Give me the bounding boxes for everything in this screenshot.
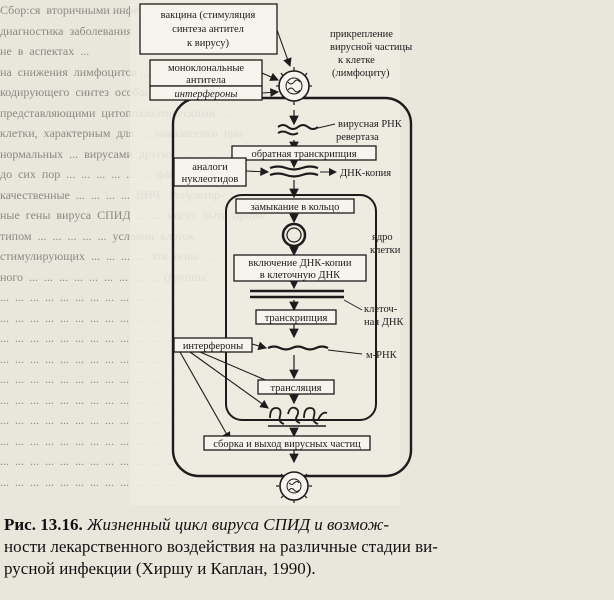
revertase-label: ревертаза (336, 132, 379, 143)
circularization-label: замыкание в кольцо (251, 202, 340, 213)
cellular-dna-line-1: клеточ- (364, 304, 398, 315)
mrna-label: м-РНК (366, 350, 398, 361)
virus-particle-bottom (276, 471, 312, 503)
nucleotide-analogs-line-2: нуклеотидов (182, 174, 239, 185)
monoclonal-arrow (261, 72, 280, 81)
integration-line-1: включение ДНК-копии (248, 258, 352, 269)
vaccine-line-3: к вирусу) (187, 38, 229, 49)
figure-caption: Рис. 13.16. Жизненный цикл вируса СПИД и… (4, 514, 610, 580)
circular-dna (281, 222, 307, 248)
nucleotide-analogs-line-1: аналоги (192, 162, 228, 173)
assembly-label: сборка и выход вирусных частиц (213, 439, 361, 450)
transcription-label: транскрипция (265, 313, 328, 324)
hiv-life-cycle-diagram: вакцина (стимуляция синтеза антител к ви… (139, 3, 413, 503)
monoclonal-line-2: антитела (186, 75, 226, 86)
vaccine-line-1: вакцина (стимуляция (161, 10, 256, 21)
mrna-strand (267, 345, 329, 351)
circularization-box (235, 198, 355, 214)
caption-label: Рис. 13.16. (4, 515, 83, 534)
interferons-top-label: интерфероны (175, 89, 238, 100)
integration-box (233, 254, 367, 282)
cellular-dna-strands (250, 289, 344, 299)
cell-nucleus-line-1: ядро (372, 232, 393, 243)
background-text-line: не в аспектах ... (0, 44, 90, 58)
attachment-line-1: прикрепление (330, 29, 393, 40)
dna-copy-strand (269, 165, 319, 171)
interferons-mid-label: интерфероны (183, 341, 243, 352)
nucleotide-analogs-box (173, 157, 247, 187)
attachment-line-3: к клетке (338, 55, 375, 66)
cell-nucleus-line-2: клетки (370, 245, 401, 256)
vaccine-line-2: синтеза антител (172, 24, 244, 35)
transcription-box (255, 309, 337, 325)
protein-synthesis-figures (268, 406, 328, 427)
nucleotide-analogs-arrow (245, 167, 270, 177)
reverse-transcription-label: обратная транскрипция (251, 149, 356, 160)
translation-box (257, 379, 335, 395)
caption-line-3: русной инфекции (Хиршу и Каплан, 1990). (4, 559, 316, 578)
caption-line-2: ности лекарственного воздействия на разл… (4, 537, 438, 556)
interferons-top-arrow (261, 88, 280, 97)
attachment-line-4: (лимфоциту) (332, 68, 390, 79)
cellular-dna-line-2: ная ДНК (364, 317, 404, 328)
viral-rna-strand (277, 124, 319, 130)
viral-rna-label: вирусная РНК (338, 119, 403, 130)
attachment-line-2: вирусной частицы (330, 42, 412, 53)
vaccine-arrow (276, 29, 292, 68)
reverse-transcription-box (231, 145, 377, 161)
assembly-box (203, 435, 371, 451)
caption-line-1: Рис. 13.16. Жизненный цикл вируса СПИД и… (4, 514, 610, 536)
nucleus-membrane (225, 194, 377, 421)
monoclonal-line-1: моноклональные (168, 63, 244, 74)
vaccine-box (139, 3, 278, 55)
translation-label: трансляция (270, 383, 321, 394)
caption-text-1: Жизненный цикл вируса СПИД и возмож- (86, 515, 390, 534)
integration-line-2: в клеточную ДНК (260, 270, 341, 281)
virus-particle-top (276, 67, 312, 105)
interferons-mid-box (173, 337, 253, 353)
dna-copy-label: ДНК-копия (340, 168, 391, 179)
